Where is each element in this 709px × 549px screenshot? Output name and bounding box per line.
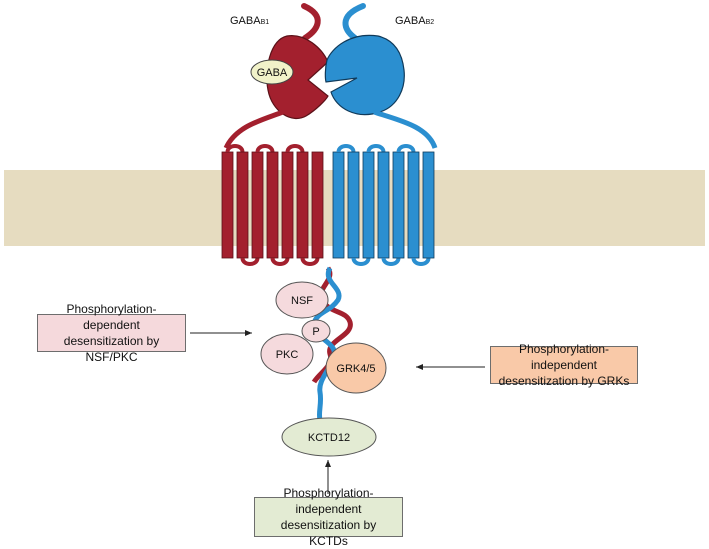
gaba-b1-helix-5 bbox=[281, 151, 294, 259]
b2-n-terminus bbox=[342, 3, 366, 41]
gaba-b1-label-sub: B1 bbox=[260, 19, 270, 26]
phosphate-label: P bbox=[312, 326, 319, 338]
nsf-label: NSF bbox=[291, 295, 313, 307]
gaba-b2-label-text: GABA bbox=[395, 15, 426, 27]
gaba-ligand bbox=[250, 59, 294, 85]
grk-note-line1: Phosphorylation-independent bbox=[518, 342, 610, 372]
gaba-b2-helix-2 bbox=[347, 151, 360, 259]
b1-linker bbox=[223, 109, 284, 150]
gaba-b2-loop-2 bbox=[351, 257, 371, 266]
b1-n-terminus bbox=[301, 3, 321, 41]
gaba-b2-helix-1 bbox=[332, 151, 345, 259]
kctd-note-line1: Phosphorylation-independent bbox=[283, 486, 374, 516]
grk-label: GRK4/5 bbox=[336, 363, 375, 375]
gaba-b1-label-text: GABA bbox=[230, 15, 261, 27]
nsf-pkc-note-line2: desensitization by NSF/PKC bbox=[63, 334, 160, 364]
gaba-b2-loop-4 bbox=[381, 257, 401, 266]
gaba-b1-helix-7 bbox=[311, 151, 324, 259]
gaba-b2-helix-3 bbox=[362, 151, 375, 259]
gaba-b2-helix-6 bbox=[407, 151, 420, 259]
gaba-b2-loop-5 bbox=[396, 144, 416, 153]
gaba-b1-helix-1 bbox=[221, 151, 234, 259]
grk-protein bbox=[325, 342, 387, 394]
b2-linker bbox=[373, 109, 438, 149]
pkc-label: PKC bbox=[276, 349, 299, 361]
kctd-label: KCTD12 bbox=[308, 432, 350, 444]
kctd-protein bbox=[281, 417, 377, 457]
gaba-ligand-label: GABA bbox=[257, 67, 288, 79]
nsf-pkc-note-line1: Phosphorylation-dependent bbox=[66, 302, 157, 332]
gaba-b2-loop-1 bbox=[336, 144, 356, 153]
pkc-protein bbox=[260, 333, 314, 375]
gaba-b1-helix-4 bbox=[266, 151, 279, 259]
gaba-b2-label: GABAB2 bbox=[395, 15, 434, 27]
gaba-b2-vft-domain bbox=[324, 34, 405, 116]
gaba-b1-helix-6 bbox=[296, 151, 309, 259]
gaba-b2-helix-4 bbox=[377, 151, 390, 259]
nsf-pkc-desensitization-note: Phosphorylation-dependent desensitizatio… bbox=[37, 302, 186, 364]
gaba-b2-label-sub: B2 bbox=[425, 19, 435, 26]
gaba-b2-helix-5 bbox=[392, 151, 405, 259]
gaba-b2-loop-3 bbox=[366, 144, 386, 153]
gaba-b1-loop-2 bbox=[240, 257, 260, 266]
nsf-protein bbox=[275, 281, 329, 319]
gaba-b1-label: GABAB1 bbox=[230, 15, 269, 27]
gaba-b1-loop-1 bbox=[225, 144, 245, 153]
phosphate-p bbox=[301, 319, 331, 343]
gaba-b1-helix-3 bbox=[251, 151, 264, 259]
gaba-b1-loop-4 bbox=[270, 257, 290, 266]
kctd-note-line2: desensitization by KCTDs bbox=[280, 518, 377, 548]
gaba-b1-loop-5 bbox=[285, 144, 305, 153]
gaba-b2-transmembrane-domain bbox=[332, 144, 435, 266]
gaba-b1-helix-2 bbox=[236, 151, 249, 259]
gaba-b2-loop-6 bbox=[411, 257, 431, 266]
gaba-b1-loop-3 bbox=[255, 144, 275, 153]
grk-note-line2: desensitization by GRKs bbox=[498, 374, 630, 388]
gaba-b1-loop-6 bbox=[300, 257, 320, 266]
kctd-desensitization-note: Phosphorylation-independent desensitizat… bbox=[254, 486, 403, 548]
gaba-b1-transmembrane-domain bbox=[221, 144, 324, 266]
grk-desensitization-note: Phosphorylation-independent desensitizat… bbox=[490, 342, 638, 388]
gaba-b2-helix-7 bbox=[422, 151, 435, 259]
